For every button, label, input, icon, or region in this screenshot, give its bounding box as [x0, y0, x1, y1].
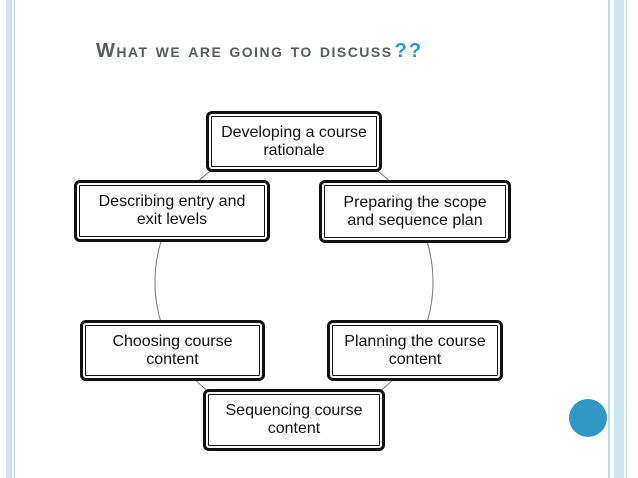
node-label: Choosing course content: [112, 332, 233, 368]
node-label: Sequencing course content: [225, 402, 363, 437]
accent-circle: [569, 399, 607, 437]
slide-title-suffix: ??: [394, 40, 424, 62]
left-border-bar: [6, 0, 12, 478]
slide-title: What we are going to discuss??: [96, 40, 423, 63]
right-border-line: [608, 0, 610, 478]
right-border-line-outer: [626, 0, 627, 478]
node-sequencing-content: Sequencing course content: [203, 389, 385, 451]
node-label: Developing a course rationale: [221, 123, 367, 159]
left-border-line: [14, 0, 15, 478]
slide-title-text: What we are going to discuss: [96, 40, 393, 62]
node-developing-rationale: Developing a course rationale: [206, 111, 382, 172]
node-preparing-scope: Preparing the scope and sequence plan: [319, 180, 511, 243]
right-border-bar: [614, 0, 624, 478]
node-planning-content: Planning the course content: [327, 320, 503, 381]
node-describing-levels: Describing entry and exit levels: [74, 180, 270, 242]
node-label: Preparing the scope and sequence plan: [343, 193, 487, 229]
node-label: Planning the course content: [344, 332, 486, 368]
node-choosing-content: Choosing course content: [80, 320, 265, 381]
node-label: Describing entry and exit levels: [98, 193, 246, 228]
